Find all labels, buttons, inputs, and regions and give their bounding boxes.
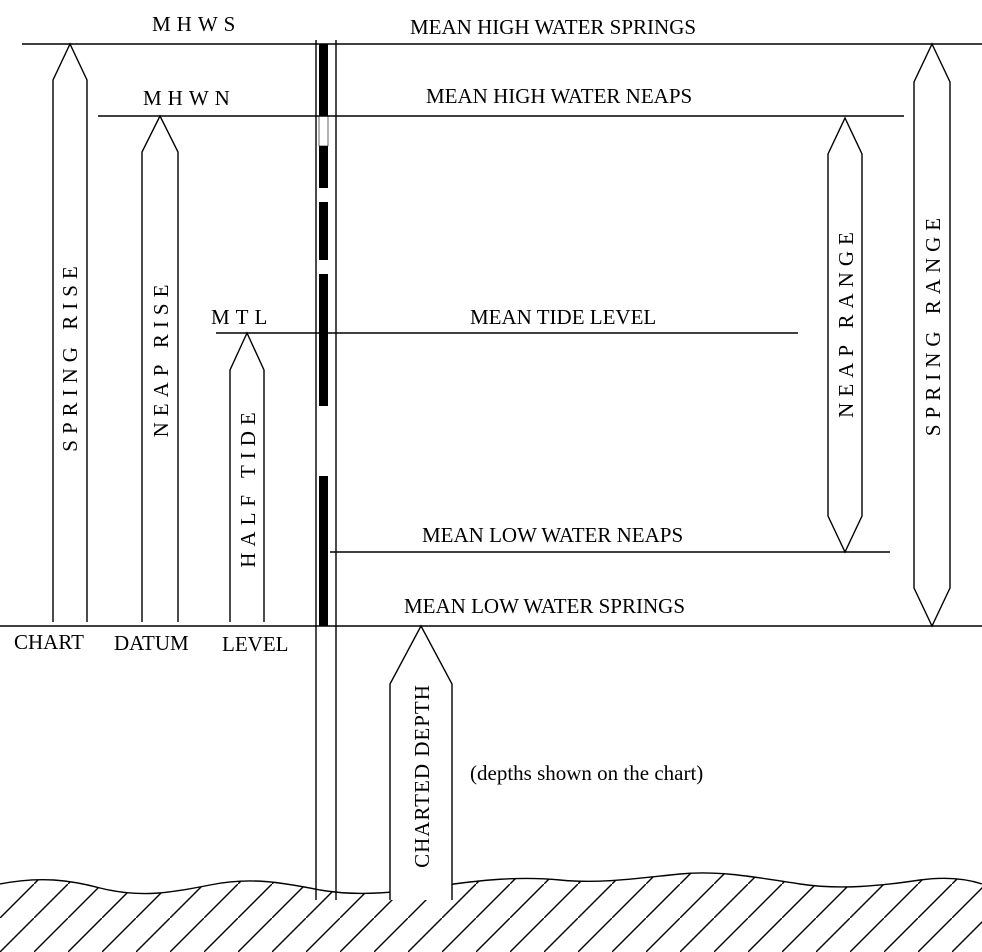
mlwn-label: MEAN LOW WATER NEAPS (422, 523, 683, 547)
mhwn-label: MEAN HIGH WATER NEAPS (426, 84, 692, 108)
level-label: LEVEL (222, 632, 288, 656)
spring-rise-arrow: SPRING RISE (52, 42, 88, 622)
mhws-abbr: MHWS (152, 12, 241, 36)
neap-range-label: NEAP RANGE (834, 226, 858, 418)
half-tide-label: HALF TIDE (236, 406, 260, 568)
mtl-abbr: MTL (211, 305, 273, 329)
tide-gauge-staff (315, 40, 337, 900)
mhwn-abbr: MHWN (143, 86, 236, 110)
spring-range-label: SPRING RANGE (921, 212, 945, 436)
mhws-label: MEAN HIGH WATER SPRINGS (410, 15, 696, 39)
chart-label: CHART (14, 630, 84, 654)
charted-depth-arrow: CHARTED DEPTH (389, 624, 453, 900)
spring-rise-label: SPRING RISE (58, 260, 82, 451)
spring-range-arrow: SPRING RANGE (913, 42, 951, 628)
charted-depth-label: CHARTED DEPTH (410, 684, 434, 868)
neap-rise-label: NEAP RISE (149, 279, 173, 438)
half-tide-arrow: HALF TIDE (229, 331, 265, 622)
datum-label: DATUM (114, 631, 189, 655)
mtl-label: MEAN TIDE LEVEL (470, 305, 656, 329)
seabed (0, 872, 982, 952)
neap-range-arrow: NEAP RANGE (827, 116, 863, 554)
neap-rise-arrow: NEAP RISE (141, 114, 179, 622)
depths-note: (depths shown on the chart) (470, 761, 703, 785)
mlws-label: MEAN LOW WATER SPRINGS (404, 594, 685, 618)
